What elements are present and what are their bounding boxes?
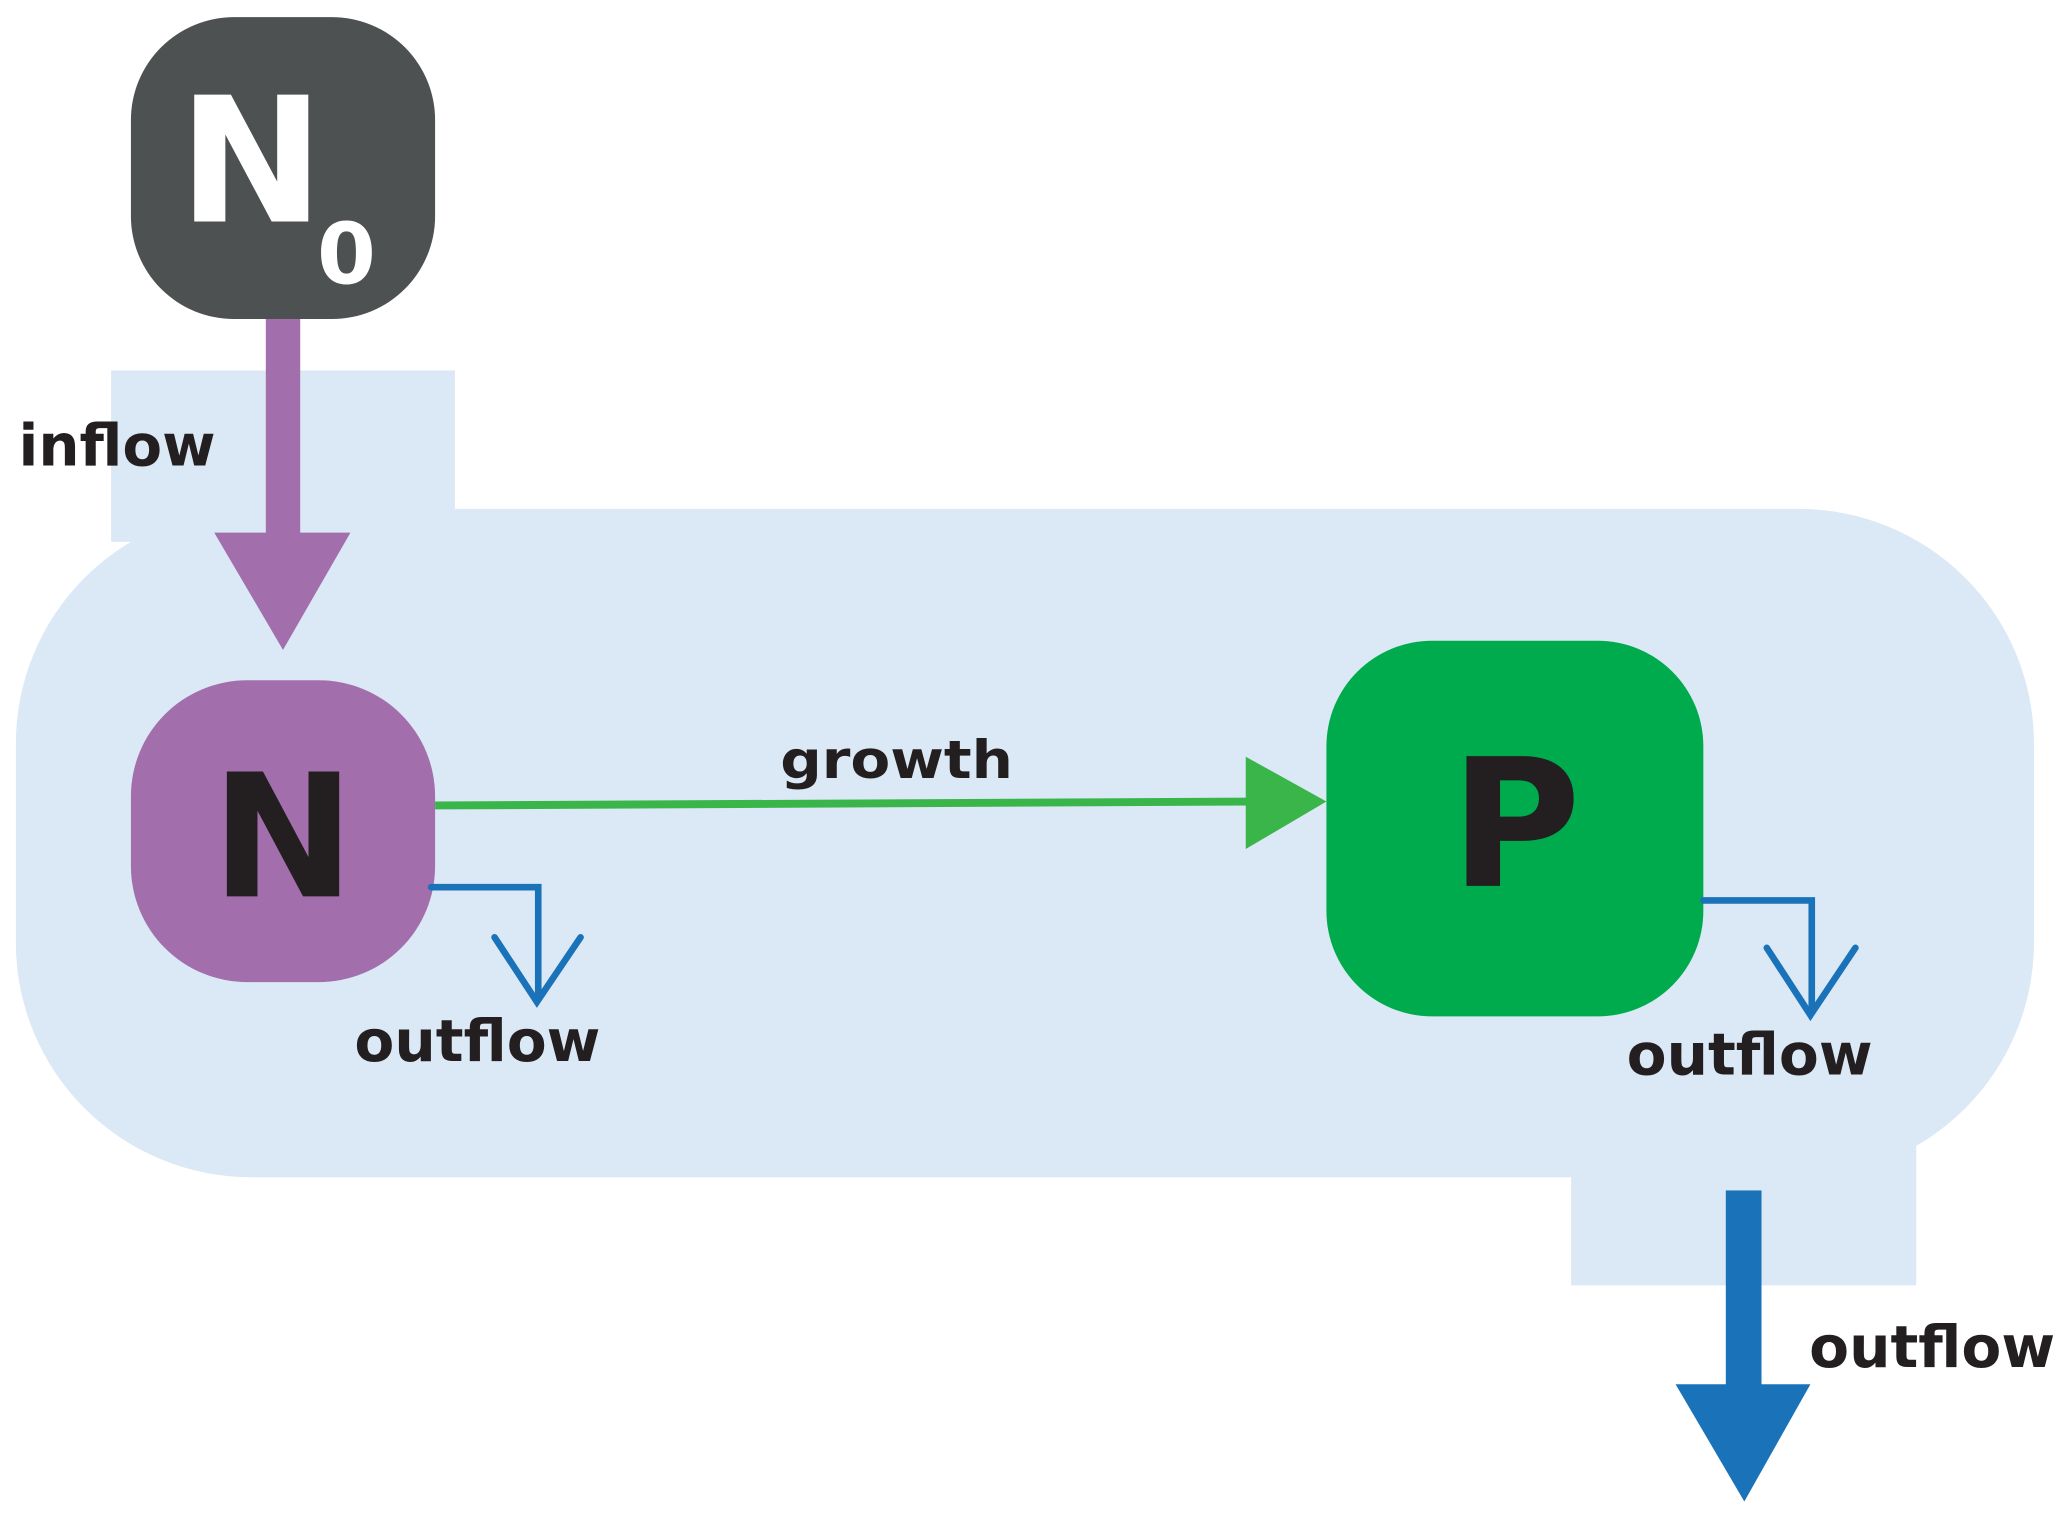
system-outflow-arrow [1675, 1190, 1811, 1502]
source-node-label: N [178, 61, 324, 264]
nutrient-outflow-arrow [427, 883, 584, 1008]
phyto-outflow-label: outflow [1627, 1020, 1873, 1088]
nutrient-node-label: N [211, 739, 355, 938]
nutrient-outflow-label: outflow [354, 1007, 600, 1075]
growth-label: growth [780, 730, 1013, 791]
inflow-label: inflow [19, 411, 216, 479]
source-node-subscript: 0 [317, 206, 376, 304]
nutrient-node: N [130, 680, 436, 983]
phyto-node: P [1326, 640, 1704, 1017]
growth-arrow [435, 756, 1327, 849]
phyto-node-label: P [1450, 722, 1581, 929]
inflow-arrow [214, 313, 351, 650]
source-node: N 0 [130, 17, 436, 320]
phyto-outflow-arrow [1700, 897, 1859, 1022]
system-outflow-label: outflow [1809, 1313, 2055, 1381]
